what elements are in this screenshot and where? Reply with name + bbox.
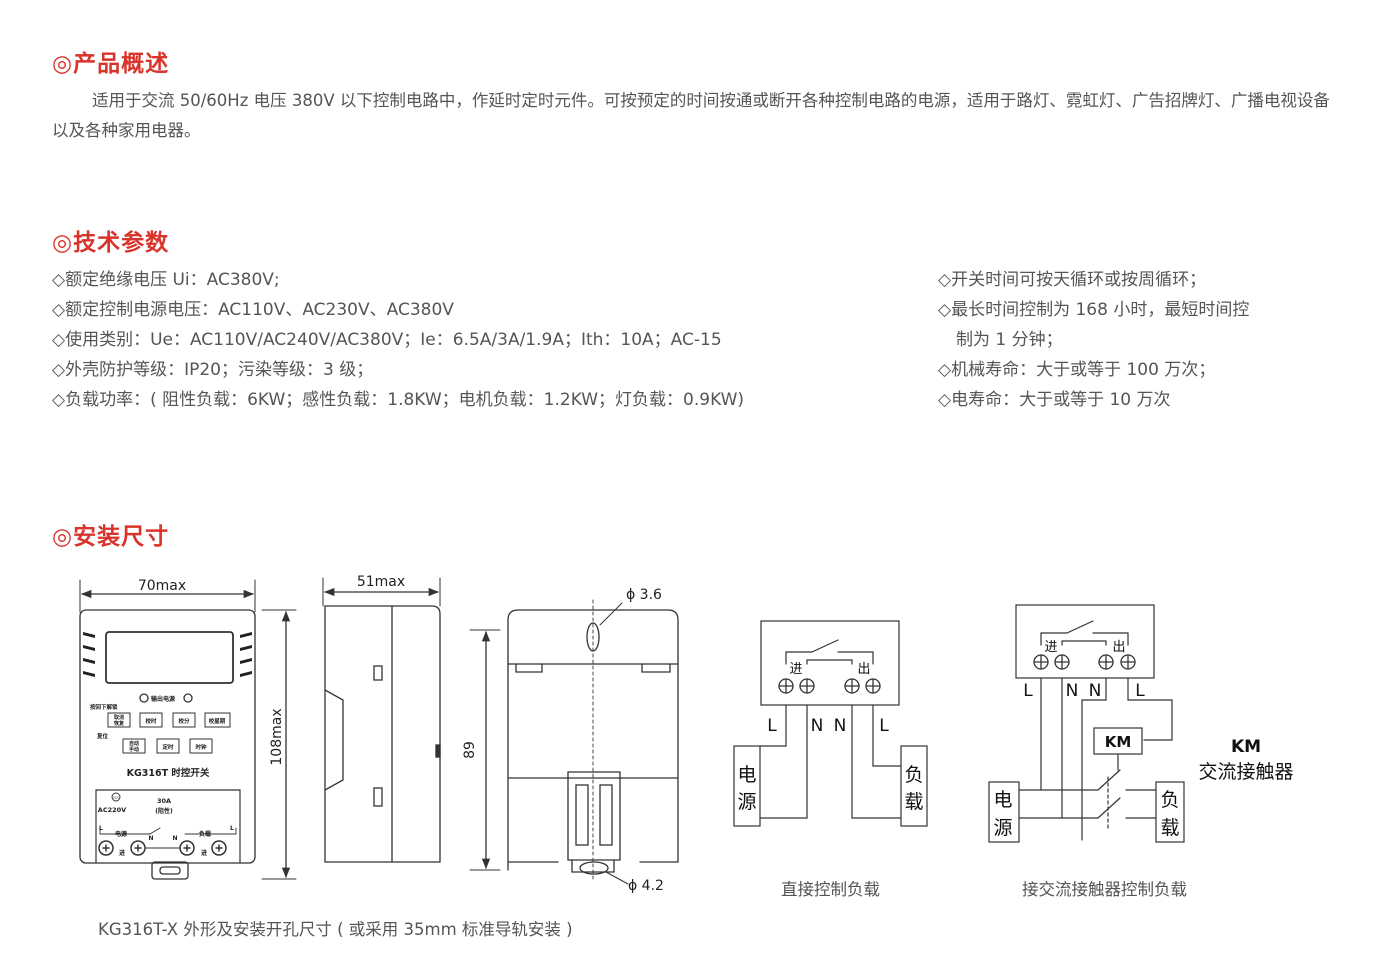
ccc-logo: CCC xyxy=(113,796,120,800)
btn-cancel-label: 取消 xyxy=(114,714,124,721)
btn-min-label: 校分 xyxy=(178,717,190,725)
term-in: 进 xyxy=(119,849,125,857)
spec-item: ◇最长时间控制为 168 小时，最短时间控 xyxy=(938,300,1250,320)
wc-t3: N xyxy=(1089,681,1102,701)
label-output-power: 输出电源 xyxy=(151,695,175,703)
wc-km-title: KM xyxy=(1231,737,1261,757)
caption-direct: 直接控制负载 xyxy=(781,880,880,899)
wd-t1: L xyxy=(767,716,777,736)
caption-contactor: 接交流接触器控制负载 xyxy=(1022,880,1187,899)
dim-width-side: 51max xyxy=(357,574,405,590)
btn-manual-label: 手动 xyxy=(129,746,139,753)
label-reset: 复位 xyxy=(96,732,109,740)
term-out: 进 xyxy=(201,849,207,857)
back-view xyxy=(469,599,679,885)
spec-item: ◇额定控制电源电压：AC110V、AC230V、AC380V xyxy=(52,300,454,320)
front-view-text: 70max 108max 输出电源 按回下解锁 取消 恢复 校时 校分 校星期 … xyxy=(90,578,285,857)
spec-item: ◇机械寿命：大于或等于 100 万次； xyxy=(938,360,1216,380)
spec-item: 制为 1 分钟； xyxy=(956,330,1063,350)
wd-in-label: 进 xyxy=(789,662,802,677)
wd-t4: L xyxy=(879,716,889,736)
label-load-type: (阻性) xyxy=(155,807,173,815)
wd-out-label: 出 xyxy=(857,662,870,677)
wc-out-label: 出 xyxy=(1112,640,1125,655)
side-view-text: 51max xyxy=(357,574,405,590)
wc-t4: L xyxy=(1135,681,1145,701)
section-title-overview: ◎产品概述 xyxy=(52,51,170,77)
wd-power-b: 源 xyxy=(737,791,756,813)
spec-list-left: ◇额定绝缘电压 Ui：AC380V; ◇额定控制电源电压：AC110V、AC23… xyxy=(52,265,744,415)
wiring-contactor-text: 进 出 L N N L KM KM 交流接触器 电 源 负 载 xyxy=(993,640,1293,839)
wc-in-label: 进 xyxy=(1044,640,1057,655)
wc-power-a: 电 xyxy=(993,789,1012,811)
hole-bottom-label: ϕ 4.2 xyxy=(628,878,664,894)
overview-text: 适用于交流 50/60Hz 电压 380V 以下控制电路中，作延时定时元件。可按… xyxy=(52,91,1330,140)
term-l1: L xyxy=(99,825,103,832)
wc-t2: N xyxy=(1066,681,1079,701)
wc-km-desc: 交流接触器 xyxy=(1198,761,1293,783)
btn-clock-label: 时钟 xyxy=(195,743,207,751)
wc-power-b: 源 xyxy=(993,817,1012,839)
wiring-direct-text: 进 出 L N N L 电 源 负 载 xyxy=(737,662,923,813)
wc-load-b: 载 xyxy=(1160,817,1179,839)
spec-item: ◇额定绝缘电压 Ui：AC380V; xyxy=(52,270,280,290)
btn-restore-label: 恢复 xyxy=(114,720,125,727)
wc-km: KM xyxy=(1105,733,1132,751)
spec-item: ◇外壳防护等级：IP20；污染等级：3 级； xyxy=(52,360,374,380)
term-n2: N xyxy=(172,835,177,842)
wd-t3: N xyxy=(834,716,847,736)
btn-auto-label: 自动 xyxy=(129,740,139,747)
wd-load-a: 负 xyxy=(904,764,923,786)
dim-width-front: 70max xyxy=(138,578,186,594)
spec-item: ◇电寿命：大于或等于 10 万次 xyxy=(938,390,1171,410)
hole-top-label: ϕ 3.6 xyxy=(626,587,662,603)
wd-power-a: 电 xyxy=(737,764,756,786)
label-ac: AC220V xyxy=(98,806,126,814)
spec-item: ◇使用类别：Ue：AC110V/AC240V/AC380V；Ie：6.5A/3A… xyxy=(52,330,722,350)
term-n1: N xyxy=(148,835,153,842)
section-title-install: ◎安装尺寸 xyxy=(52,524,170,550)
caption-install: KG316T-X 外形及安装开孔尺寸 ( 或采用 35mm 标准导轨安装 ) xyxy=(98,920,573,939)
wc-t1: L xyxy=(1023,681,1033,701)
btn-timer-label: 定时 xyxy=(161,743,174,751)
term-l2: L xyxy=(230,825,234,832)
dim-height-back: 89 xyxy=(462,741,478,759)
back-view-text: 89 ϕ 3.6 ϕ 4.2 xyxy=(462,587,664,894)
term-power: 电源 xyxy=(115,830,127,838)
spec-item: ◇开关时间可按天循环或按周循环； xyxy=(938,270,1207,290)
model-label: KG316T 时控开关 xyxy=(127,767,210,779)
wiring-contactor-diagram xyxy=(988,604,1185,843)
wc-load-a: 负 xyxy=(1160,789,1179,811)
side-view xyxy=(322,577,441,863)
wd-load-b: 载 xyxy=(904,791,923,813)
btn-week-label: 校星期 xyxy=(209,717,226,725)
front-view xyxy=(79,579,297,880)
term-load: 负载 xyxy=(199,830,211,838)
btn-time-label: 校时 xyxy=(145,717,157,725)
dim-height-front: 108max xyxy=(269,708,285,765)
spec-list-right: ◇开关时间可按天循环或按周循环； ◇最长时间控制为 168 小时，最短时间控 制… xyxy=(938,265,1249,415)
wd-t2: N xyxy=(811,716,824,736)
label-current: 30A xyxy=(157,797,171,805)
spec-item: ◇负载功率：( 阻性负载：6KW；感性负载：1.8KW；电机负载：1.2KW；灯… xyxy=(52,390,745,410)
label-press-hint: 按回下解锁 xyxy=(90,703,118,711)
section-title-specs: ◎技术参数 xyxy=(52,230,170,256)
wiring-direct-diagram xyxy=(733,620,928,827)
